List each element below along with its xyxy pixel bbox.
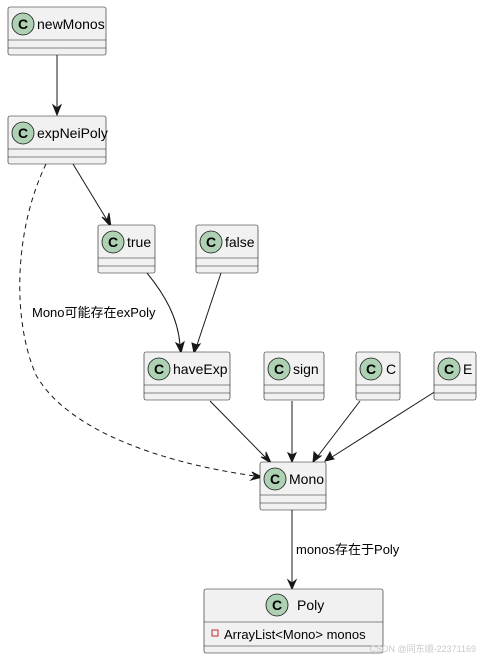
class-badge-icon: C [437, 357, 461, 381]
edge-haveexp-mono [209, 400, 267, 459]
class-sign: C sign [263, 351, 325, 401]
class-name-haveexp: haveExp [173, 361, 228, 377]
class-badge-icon: C [263, 467, 287, 491]
class-badge-icon: C [11, 12, 35, 36]
private-visibility-icon [211, 629, 219, 637]
svg-text:C: C [366, 361, 376, 377]
class-name-mono: Mono [289, 471, 324, 487]
edge-true-haveexp [146, 272, 181, 346]
svg-text:C: C [444, 361, 454, 377]
edge-false-haveexp [196, 272, 222, 346]
class-name-true: true [127, 234, 151, 250]
class-e: C E [433, 351, 477, 401]
svg-text:C: C [274, 361, 284, 377]
class-badge-icon: C [147, 357, 171, 381]
class-name-false: false [225, 234, 255, 250]
class-false: C false [195, 224, 259, 274]
class-name-c: C [386, 361, 396, 377]
class-badge-icon: C [199, 230, 223, 254]
svg-text:C: C [18, 16, 28, 32]
svg-text:C: C [272, 597, 282, 613]
class-name-newmonos: newMonos [37, 16, 105, 32]
edge-e-mono [331, 390, 437, 458]
edges: Mono可能存在exPoly monos存在于Poly [19, 55, 437, 591]
edge-label-mono-poly: monos存在于Poly [296, 542, 400, 557]
edge-c-mono [317, 400, 361, 457]
class-haveexp: C haveExp [143, 351, 231, 401]
svg-text:C: C [108, 234, 118, 250]
class-poly: C Poly ArrayList<Mono> monos [203, 588, 384, 654]
class-c: C C [355, 351, 401, 401]
class-mono: C Mono [259, 461, 327, 511]
svg-text:C: C [18, 125, 28, 141]
class-true: C true [97, 224, 156, 274]
watermark: CSDN @同东顺-22371169 [369, 644, 476, 654]
svg-text:C: C [206, 234, 216, 250]
arrowhead-icon [249, 471, 264, 481]
arrowhead-icon [260, 451, 273, 465]
class-field-monos: ArrayList<Mono> monos [224, 627, 366, 642]
class-expneipoly: C expNeiPoly [7, 115, 108, 165]
arrowhead-icon [286, 578, 298, 591]
class-badge-icon: C [11, 121, 35, 145]
arrowhead-icon [312, 450, 323, 464]
arrowhead-icon [174, 340, 185, 355]
class-name-expneipoly: expNeiPoly [37, 125, 108, 141]
edge-label-expneipoly-mono: Mono可能存在exPoly [32, 305, 156, 320]
class-badge-icon: C [359, 357, 383, 381]
arrowhead-icon [191, 342, 202, 355]
class-badge-icon: C [101, 230, 125, 254]
class-name-sign: sign [293, 361, 319, 377]
class-name-e: E [463, 361, 472, 377]
edge-expneipoly-mono [19, 163, 256, 477]
arrowhead-icon [324, 450, 335, 462]
edge-expneipoly-true [72, 163, 108, 221]
arrowhead-icon [286, 451, 298, 464]
class-badge-icon: C [265, 593, 289, 617]
arrowhead-icon [51, 103, 63, 117]
svg-text:C: C [154, 361, 164, 377]
class-newmonos: C newMonos [7, 6, 107, 56]
class-name-poly: Poly [297, 597, 324, 613]
class-badge-icon: C [267, 357, 291, 381]
svg-text:C: C [270, 471, 280, 487]
arrowhead-icon [101, 212, 112, 229]
